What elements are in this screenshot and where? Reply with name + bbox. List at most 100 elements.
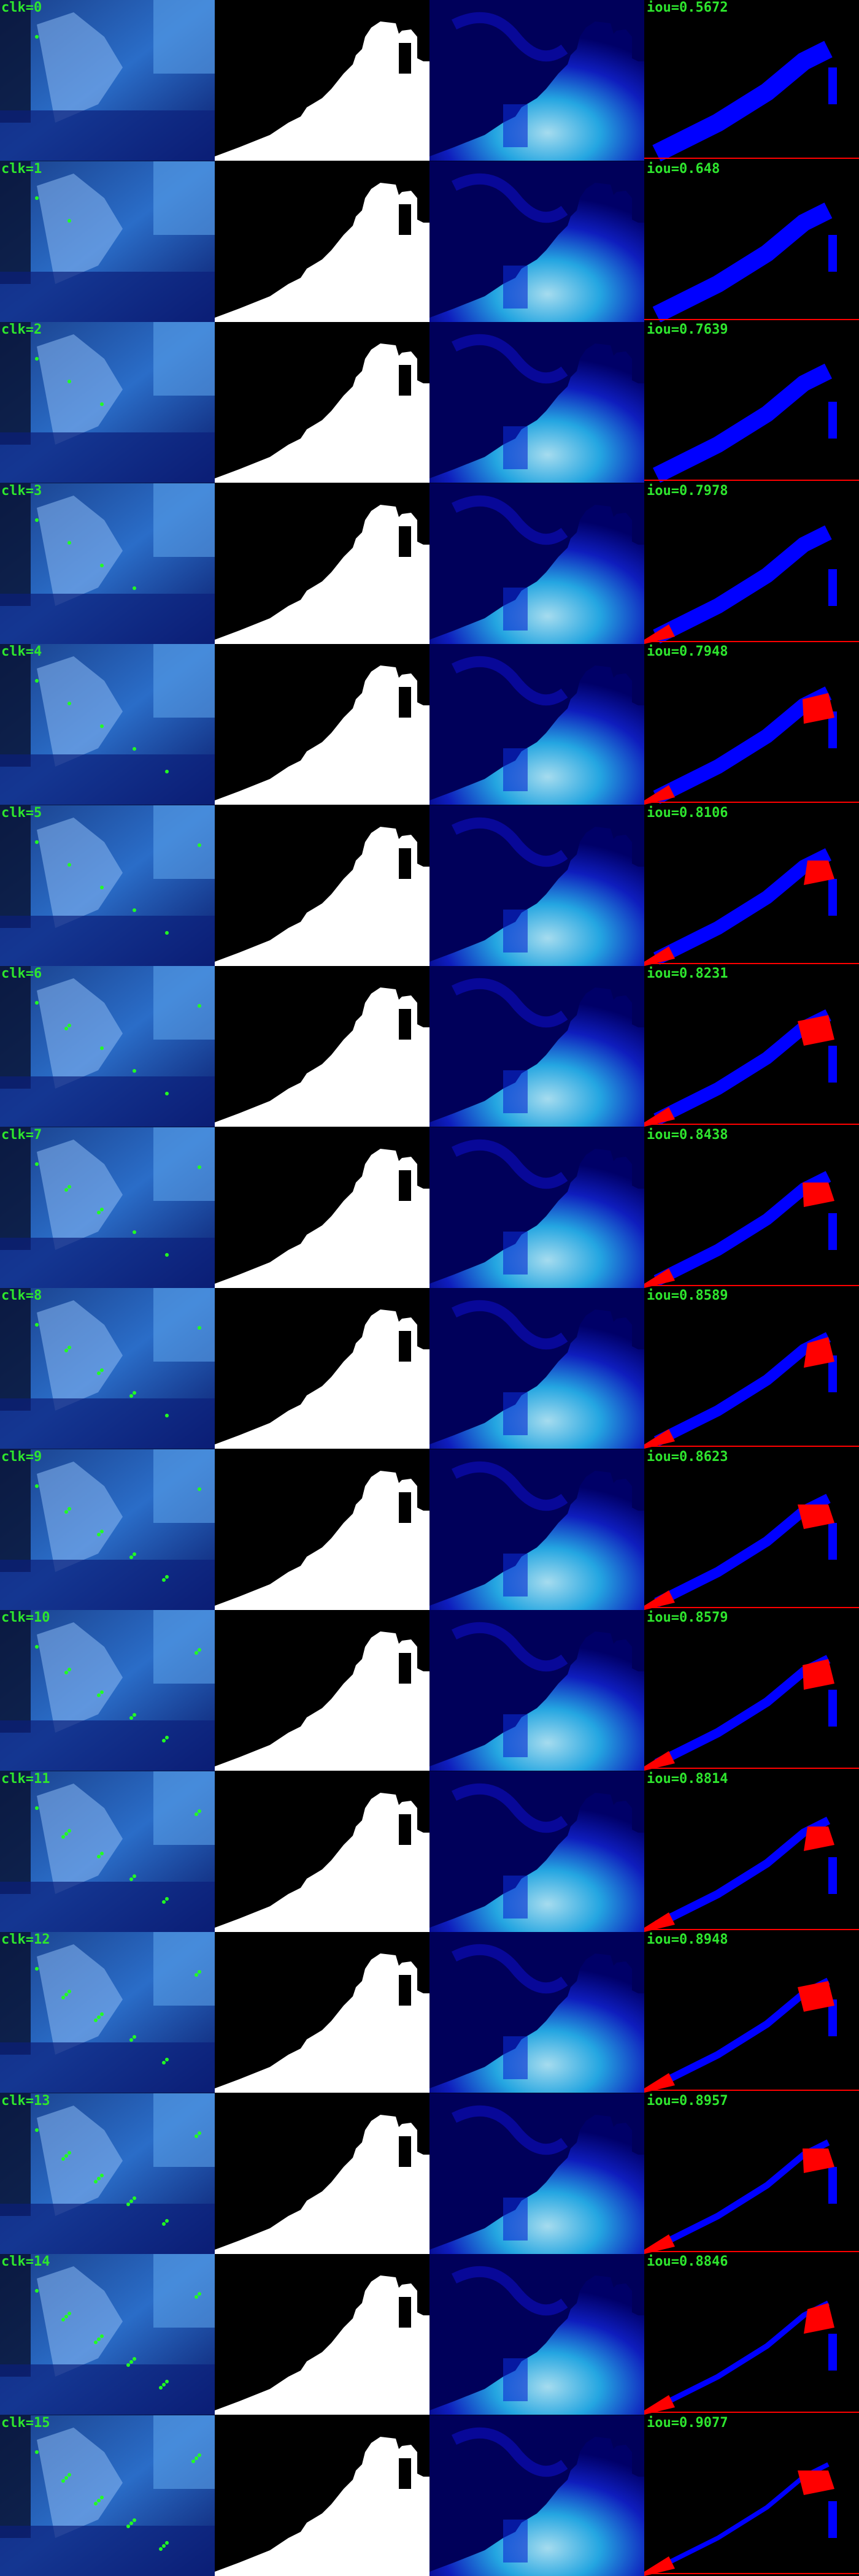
ground-truth-mask-image <box>215 1288 430 1449</box>
iou-label: iou=0.7978 <box>647 483 728 499</box>
error-map-image: iou=0.8814 <box>644 1771 859 1932</box>
click-view-image: clk=5 <box>0 805 215 966</box>
iou-label: iou=0.8438 <box>647 1127 728 1143</box>
error-map-image: iou=0.8579 <box>644 1610 859 1771</box>
probability-map-image <box>430 1771 644 1932</box>
probability-map-image <box>430 644 644 805</box>
click-count-label: clk=1 <box>1 161 42 177</box>
click-view-image: clk=3 <box>0 483 215 644</box>
click-view-image: clk=15 <box>0 2415 215 2576</box>
click-count-label: clk=5 <box>1 805 42 821</box>
probability-map-image <box>430 1932 644 2093</box>
click-count-label: clk=6 <box>1 966 42 981</box>
ground-truth-mask-image <box>215 161 430 322</box>
error-map-image: iou=0.5672 <box>644 0 859 161</box>
click-count-label: clk=8 <box>1 1288 42 1303</box>
click-view-image: clk=6 <box>0 966 215 1127</box>
click-count-label: clk=10 <box>1 1610 50 1625</box>
ground-truth-mask-image <box>215 1610 430 1771</box>
click-count-label: clk=9 <box>1 1449 42 1465</box>
result-row: clk=11 iou=0.8814 <box>0 1771 859 1932</box>
error-map-image: iou=0.648 <box>644 161 859 322</box>
error-map-image: iou=0.8231 <box>644 966 859 1127</box>
click-view-image: clk=8 <box>0 1288 215 1449</box>
click-count-label: clk=11 <box>1 1771 50 1787</box>
iou-label: iou=0.7948 <box>647 644 728 659</box>
click-view-image: clk=0 <box>0 0 215 161</box>
iou-label: iou=0.9077 <box>647 2415 728 2431</box>
click-count-label: clk=7 <box>1 1127 42 1143</box>
iou-label: iou=0.8814 <box>647 1771 728 1787</box>
click-view-image: clk=4 <box>0 644 215 805</box>
result-row: clk=7 iou=0.8438 <box>0 1127 859 1288</box>
ground-truth-mask-image <box>215 644 430 805</box>
result-row: clk=15 iou=0.9077 <box>0 2415 859 2576</box>
result-row: clk=4 iou=0.7948 <box>0 644 859 805</box>
ground-truth-mask-image <box>215 483 430 644</box>
ground-truth-mask-image <box>215 2254 430 2415</box>
probability-map-image <box>430 966 644 1127</box>
error-map-image: iou=0.8438 <box>644 1127 859 1288</box>
iou-label: iou=0.5672 <box>647 0 728 15</box>
click-view-image: clk=14 <box>0 2254 215 2415</box>
error-map-image: iou=0.8957 <box>644 2093 859 2254</box>
click-count-label: clk=14 <box>1 2254 50 2269</box>
ground-truth-mask-image <box>215 1127 430 1288</box>
result-row: clk=10 iou=0.8579 <box>0 1610 859 1771</box>
probability-map-image <box>430 161 644 322</box>
click-count-label: clk=4 <box>1 644 42 659</box>
ground-truth-mask-image <box>215 1449 430 1610</box>
probability-map-image <box>430 1288 644 1449</box>
probability-map-image <box>430 1610 644 1771</box>
result-row: clk=8 iou=0.8589 <box>0 1288 859 1449</box>
probability-map-image <box>430 322 644 483</box>
probability-map-image <box>430 2254 644 2415</box>
click-view-image: clk=9 <box>0 1449 215 1610</box>
click-view-image: clk=7 <box>0 1127 215 1288</box>
click-view-image: clk=1 <box>0 161 215 322</box>
error-map-image: iou=0.9077 <box>644 2415 859 2576</box>
iou-label: iou=0.7639 <box>647 322 728 337</box>
ground-truth-mask-image <box>215 322 430 483</box>
click-count-label: clk=0 <box>1 0 42 15</box>
click-view-image: clk=2 <box>0 322 215 483</box>
probability-map-image <box>430 1127 644 1288</box>
click-view-image: clk=13 <box>0 2093 215 2254</box>
probability-map-image <box>430 805 644 966</box>
iou-label: iou=0.8623 <box>647 1449 728 1465</box>
result-row: clk=6 iou=0.8231 <box>0 966 859 1127</box>
ground-truth-mask-image <box>215 805 430 966</box>
ground-truth-mask-image <box>215 2415 430 2576</box>
probability-map-image <box>430 1449 644 1610</box>
ground-truth-mask-image <box>215 966 430 1127</box>
iou-label: iou=0.8957 <box>647 2093 728 2109</box>
probability-map-image <box>430 2093 644 2254</box>
error-map-image: iou=0.7639 <box>644 322 859 483</box>
iou-label: iou=0.8579 <box>647 1610 728 1625</box>
result-row: clk=13 iou=0.8957 <box>0 2093 859 2254</box>
ground-truth-mask-image <box>215 0 430 161</box>
click-view-image: clk=10 <box>0 1610 215 1771</box>
click-count-label: clk=13 <box>1 2093 50 2109</box>
error-map-image: iou=0.8589 <box>644 1288 859 1449</box>
error-map-image: iou=0.7978 <box>644 483 859 644</box>
result-row: clk=9 iou=0.8623 <box>0 1449 859 1610</box>
result-row: clk=2 iou=0.7639 <box>0 322 859 483</box>
iou-label: iou=0.8231 <box>647 966 728 981</box>
click-view-image: clk=11 <box>0 1771 215 1932</box>
click-count-label: clk=2 <box>1 322 42 337</box>
ground-truth-mask-image <box>215 2093 430 2254</box>
error-map-image: iou=0.8948 <box>644 1932 859 2093</box>
iou-label: iou=0.648 <box>647 161 720 177</box>
iou-label: iou=0.8948 <box>647 1932 728 1947</box>
iou-label: iou=0.8589 <box>647 1288 728 1303</box>
click-count-label: clk=15 <box>1 2415 50 2431</box>
result-row: clk=0 iou=0.5672 <box>0 0 859 161</box>
click-count-label: clk=3 <box>1 483 42 499</box>
error-map-image: iou=0.8623 <box>644 1449 859 1610</box>
result-row: clk=1 iou=0.648 <box>0 161 859 322</box>
probability-map-image <box>430 483 644 644</box>
